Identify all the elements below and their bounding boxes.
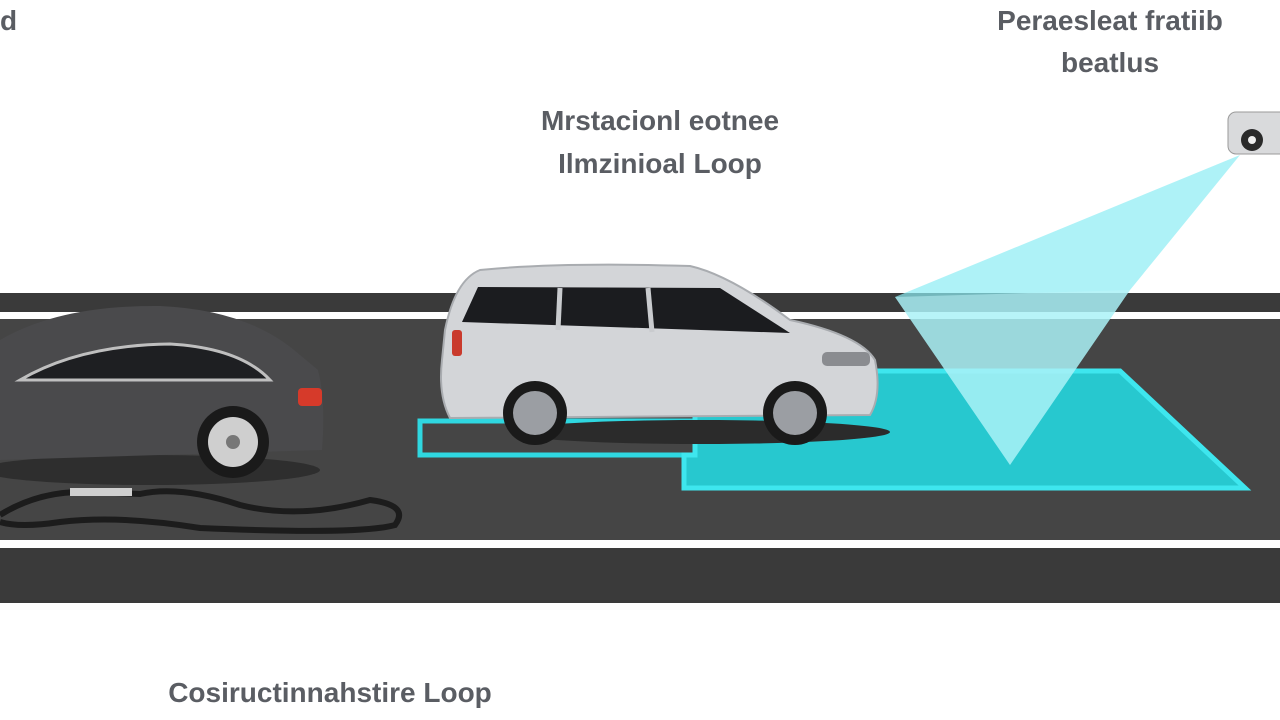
suv-car bbox=[440, 263, 890, 445]
top-left-label-fragment: d bbox=[0, 5, 18, 36]
camera-label-line2: beatlus bbox=[1060, 47, 1160, 78]
bottom-left-label: Cosiructinnahstire Loop bbox=[168, 677, 492, 708]
camera-beam-inner bbox=[895, 290, 1130, 465]
camera-label-line1: Peraesleat fratiib bbox=[997, 5, 1223, 36]
cable-connector bbox=[70, 488, 132, 496]
road-bottom-edge bbox=[0, 548, 1280, 603]
lane-line-bottom bbox=[0, 540, 1280, 548]
center-label-line2: Ilmzinioal Loop bbox=[558, 148, 762, 179]
camera-icon bbox=[1227, 111, 1280, 155]
loop-cable bbox=[0, 488, 403, 534]
sedan-car bbox=[0, 305, 324, 485]
center-label-line1: Mrstacionl eotnee bbox=[540, 105, 780, 136]
